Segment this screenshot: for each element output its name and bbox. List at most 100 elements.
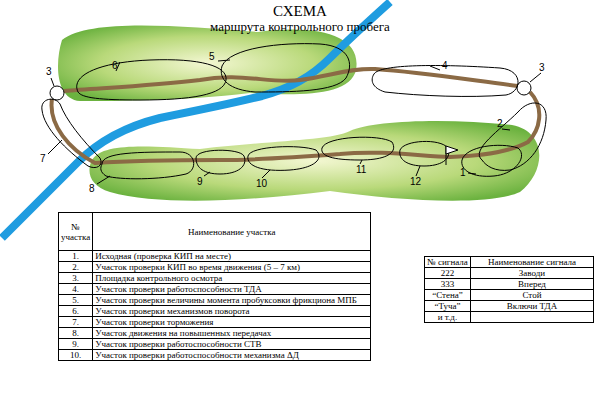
callout-number: 6 xyxy=(112,60,118,71)
table-cell: “Стена” xyxy=(425,290,471,301)
table-cell: № участка xyxy=(59,213,93,251)
callout-number: 9 xyxy=(197,176,203,187)
table-text: № сигнала xyxy=(427,257,468,267)
callout-number: 7 xyxy=(40,153,46,164)
table-text: Участок проверки механизмов поворота xyxy=(95,306,249,316)
table-text: 333 xyxy=(441,279,455,289)
table-row: № участка Наименование участка xyxy=(59,213,371,251)
section-loop xyxy=(462,145,522,176)
table-cell: Заводи xyxy=(471,268,594,279)
table-text: Исходная (проверка КИП на месте) xyxy=(95,251,231,261)
callout-number: 11 xyxy=(356,164,366,175)
checkpoint-circle xyxy=(517,81,531,95)
table-row: 2.Участок проверки КИП во время движения… xyxy=(59,262,371,273)
table-text: 10. xyxy=(70,350,81,360)
table-text: Заводи xyxy=(519,268,545,278)
table-cell: Участок проверки работоспособности механ… xyxy=(93,350,371,361)
river xyxy=(2,2,390,238)
table-cell: 3. xyxy=(59,273,93,284)
table-text: Стой xyxy=(522,290,541,300)
table-cell: Стой xyxy=(471,290,594,301)
table-cell: 1. xyxy=(59,251,93,262)
table-text: 3. xyxy=(72,273,79,283)
table-cell: № сигнала xyxy=(425,257,471,268)
table-text: Участок проверки работоспособности СТВ xyxy=(95,339,261,349)
leader-lines xyxy=(48,60,541,184)
table-text: Наименование участка xyxy=(188,227,276,237)
table-text: 7. xyxy=(72,317,79,327)
table-cell: Наименование сигнала xyxy=(471,257,594,268)
section-loop xyxy=(400,141,449,166)
callout-number: 4 xyxy=(442,60,448,71)
table-cell: 6. xyxy=(59,306,93,317)
table-cell xyxy=(471,312,594,323)
table-cell: Участок проверки работоспособности ТДА xyxy=(93,284,371,295)
table-row: и т.д. xyxy=(425,312,594,323)
section-loop xyxy=(101,152,194,179)
table-row: 333 Вперед xyxy=(425,279,594,290)
table-cell: Участок проверки работоспособности СТВ xyxy=(93,339,371,350)
table-row: “Туча”Включи ТДА xyxy=(425,301,594,312)
callout-number: 3 xyxy=(539,62,545,73)
table-cell: 2. xyxy=(59,262,93,273)
table-cell: 9. xyxy=(59,339,93,350)
table-text: Участок проверки величины момента пробук… xyxy=(95,295,357,305)
section-loop xyxy=(479,103,546,170)
flag xyxy=(446,146,458,165)
callout-number: 8 xyxy=(89,183,95,194)
table-text: 222 xyxy=(441,268,455,278)
table-text: “Туча” xyxy=(434,301,460,311)
section-loop xyxy=(248,147,319,171)
table-row: 6. Участок проверки механизмов поворота xyxy=(59,306,371,317)
table-row: 3. Площадка контрольного осмотра xyxy=(59,273,371,284)
table-text: Участок проверки КИП во время движения (… xyxy=(95,262,300,272)
callout-number: 3 xyxy=(46,66,52,77)
sections-table: № участка Наименование участка 1. Исходная … xyxy=(58,212,371,361)
table-row: 4. Участок проверки работоспособности ТДА xyxy=(59,284,371,295)
table-text: Площадка контрольного осмотра xyxy=(95,273,222,283)
table-text: 9. xyxy=(72,339,79,349)
table-cell: Участок проверки торможения xyxy=(93,317,371,328)
table-cell: Вперед xyxy=(471,279,594,290)
table-text: 1. xyxy=(72,251,79,261)
title: СХЕМА xyxy=(200,3,400,20)
callout-number: 12 xyxy=(410,176,421,187)
table-cell: Исходная (проверка КИП на месте) xyxy=(93,251,371,262)
table-text: Участок проверки торможения xyxy=(95,317,213,327)
table-row: № сигналаНаименование сигнала xyxy=(425,257,594,268)
table-text: 5. xyxy=(72,295,79,305)
table-cell: 4. xyxy=(59,284,93,295)
table-cell: Участок проверки величины момента пробук… xyxy=(93,295,371,306)
table-cell: Участок движения на повышенных передачах xyxy=(93,328,371,339)
table-cell: Участок проверки КИП во время движения (… xyxy=(93,262,371,273)
table-cell: “Туча” xyxy=(425,301,471,312)
table-row: 222 Заводи xyxy=(425,268,594,279)
table-cell: и т.д. xyxy=(425,312,471,323)
table-text: 4. xyxy=(72,284,79,294)
table-cell: 7. xyxy=(59,317,93,328)
subtitle: маршрута контрольного пробега xyxy=(170,19,430,34)
table-cell: 222 xyxy=(425,268,471,279)
table-text: и т.д. xyxy=(438,312,457,322)
section-loop xyxy=(77,60,226,100)
table-row: 5. Участок проверки величины момента проб… xyxy=(59,295,371,306)
table-cell: 5. xyxy=(59,295,93,306)
table-cell: Площадка контрольного осмотра xyxy=(93,273,371,284)
table-row: 8. Участок движения на повышенных передач… xyxy=(59,328,371,339)
table-cell: 8. xyxy=(59,328,93,339)
table-text: Участок проверки работоспособности ТДА xyxy=(95,284,261,294)
table-text: Вперед xyxy=(518,279,546,289)
checkpoint-circle xyxy=(50,86,64,100)
table-row: 7. Участок проверки торможения xyxy=(59,317,371,328)
table-cell: Участок проверки механизмов поворота xyxy=(93,306,371,317)
table-text: 8. xyxy=(72,328,79,338)
section-loop xyxy=(221,44,349,92)
callout-number: 10 xyxy=(256,178,267,189)
table-text: 6. xyxy=(72,306,79,316)
callout-number: 5 xyxy=(209,51,215,62)
callout-number: 1 xyxy=(460,167,466,178)
table-text: “Стена” xyxy=(432,290,463,300)
signals-table: № сигналаНаименование сигнала222Заводи33… xyxy=(424,256,594,323)
table-row: 9. Участок проверки работоспособности СТВ xyxy=(59,339,371,350)
